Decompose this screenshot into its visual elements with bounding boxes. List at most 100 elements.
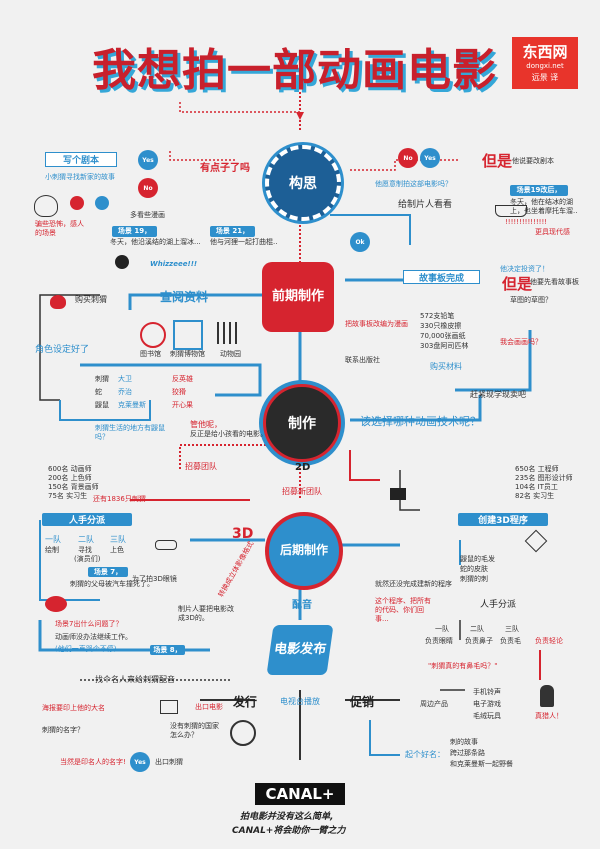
buy-material-text: 购买材料 [430,362,462,371]
cup-icon [390,488,406,500]
ask-actor-text: 海报要印上他的大名 [42,704,105,712]
brand-url: dongxi.net [526,62,564,70]
but2-text: 但是 [502,275,533,293]
find-story-text: 小刺猬寻找新家的故事 [45,173,115,181]
film-release-text: 发行 [233,695,258,709]
left-team-0: 600名 动画师 [48,465,92,473]
brain-icon [45,596,67,612]
char-1-0: 蛇 [95,388,102,396]
film-icon [230,720,256,746]
team2-0: 一队 [435,625,449,633]
node-preproduction-label: 前期制作 [271,288,324,304]
recruit-new-text: 招募新团队 [282,487,322,496]
page-title: 我想拍一部动画电影 [92,45,497,96]
scene21-desc: 他与河狸一起打曲棍.. [210,238,278,246]
egg-icon [34,195,58,217]
animator-no: 动画师没办法继续工作。 [55,633,132,641]
scene19-pill: 场景 19， [112,226,157,237]
alt-program-text: 这个程序、把所有的代码、你们回事... [375,597,431,623]
left-team-2: 150名 背景画师 [48,483,99,491]
promo-text: 促销 [350,695,375,709]
library-icon [140,322,166,348]
real-hair-text: "刺猬真的有鼻毛吗？" [428,662,498,670]
node-production-label: 制作 [288,416,316,432]
he-approve-text: 他决定投资了！ [500,265,549,273]
two-d-text: 2D [295,462,311,473]
job2-1: (演员们) [74,555,101,563]
division2-text: 人手分派 [480,600,517,610]
scene19-changed-desc: 冬天，他在结冰的湖上，也坐着摩托车溜.. [510,198,578,215]
right-team-0: 650名 工程师 [515,465,559,473]
stat-2: 70,000张画纸 [420,332,466,340]
but-desc: 他说要改剧本 [512,157,554,165]
merch-2: 毛绒玩具 [473,712,501,720]
node-postproduction-label: 后期制作 [279,543,328,558]
char-0-2: 反英雄 [172,375,193,383]
footer-line1: 拍电影并没有这么简单, [240,812,334,822]
hedgehogs-text: 还有1836只刺猬 [93,495,146,503]
char-2-1: 克莱曼斯 [118,401,146,409]
scene21-pill: 场景 21， [210,226,255,237]
hunter-icon [540,685,554,707]
library-label: 图书馆 [140,350,161,358]
maybe-text: 管他呢， [190,420,222,429]
task2-0: 负责眼睛 [425,637,453,645]
right-team-1: 235名 图形设计师 [515,474,573,482]
export-text: 出口电影 [195,703,223,711]
weird-text: 更具现代感 [535,228,570,236]
job-1: 寻找 [78,546,92,554]
stat-3: 303盘阿司匹林 [420,342,469,350]
task2-1: 负责鼻子 [465,637,493,645]
create3d-pill: 创建3D程序 [458,513,548,526]
novel-idea-text: 有点子了吗 [200,163,250,174]
stat-1: 330只橡皮擦 [420,322,462,330]
char-0-0: 刺猬 [95,375,109,383]
char-2-0: 鼹鼠 [95,401,109,409]
no-market-text: 没有刺猬的国家怎么办？ [170,722,219,739]
export2-text: 出口刺猬 [155,758,183,766]
but2-desc: 他要先看故事板 [530,278,579,286]
contact-pub-text: 联系出版社 [345,356,380,364]
stat-0: 572支铅笔 [420,312,455,320]
char-1-2: 狡猾 [172,388,186,396]
role-set-text: 角色设定好了 [35,345,90,355]
buy-hedgehog-text: 购买刺猬 [75,295,107,304]
want-comic-text: 我会画画吗？ [500,338,542,346]
node-release: 电影发布 [266,625,334,675]
team-0: 一队 [45,535,61,544]
team-2: 三队 [110,535,126,544]
task2-3: 负责轻论 [535,637,563,645]
hedgehog-icon [50,295,66,309]
yes-badge: Yes [138,150,158,170]
museum-label: 刺猬博物馆 [170,350,205,358]
scene19-changed-pill: 场景19改后， [510,185,568,196]
dub-text: 配音 [292,600,312,611]
team2-2: 三队 [505,625,519,633]
recruit-text: 招募团队 [185,462,217,471]
scene19-desc: 冬天，他沿溪结的湖上溜冰... [110,238,201,246]
footer-line2: CANAL+将会助你一臂之力 [232,826,346,836]
real-man-text: 真猎人！ [535,712,563,720]
hedgehog-exists-text: 刺猬生活的地方有鼹鼠吗？ [95,424,165,441]
char-0-1: 大卫 [118,375,132,383]
canal-logo: CANAL+ [255,783,345,805]
name-0: 刺的故事 [450,738,478,746]
no-badge: No [138,178,158,198]
write-script-box: 写个剧本 [45,152,117,167]
char-1-1: 乔治 [118,388,132,396]
right-team-3: 82名 实习生 [515,492,555,500]
museum-icon [173,320,203,350]
node-preproduction: 前期制作 [262,262,334,332]
skater-icon [115,255,129,269]
division-pill: 人手分派 [42,513,132,526]
yes-badge-release: Yes [130,752,150,772]
but-text: 但是 [482,152,513,170]
producer-3d-text: 制片人要把电影改成3D的。 [178,605,234,622]
node-production: 制作 [263,384,341,462]
sad-text: (他们一直哭个不停) [55,645,117,653]
search-icon [70,196,84,210]
whizz-text: Whizzeee!!! [150,260,198,268]
name-2: 和克莱曼斯一起野餐 [450,760,513,768]
brand-name: 东西网 [522,43,568,61]
hedgehog-name-text: 刺猬的名字？ [42,726,84,734]
